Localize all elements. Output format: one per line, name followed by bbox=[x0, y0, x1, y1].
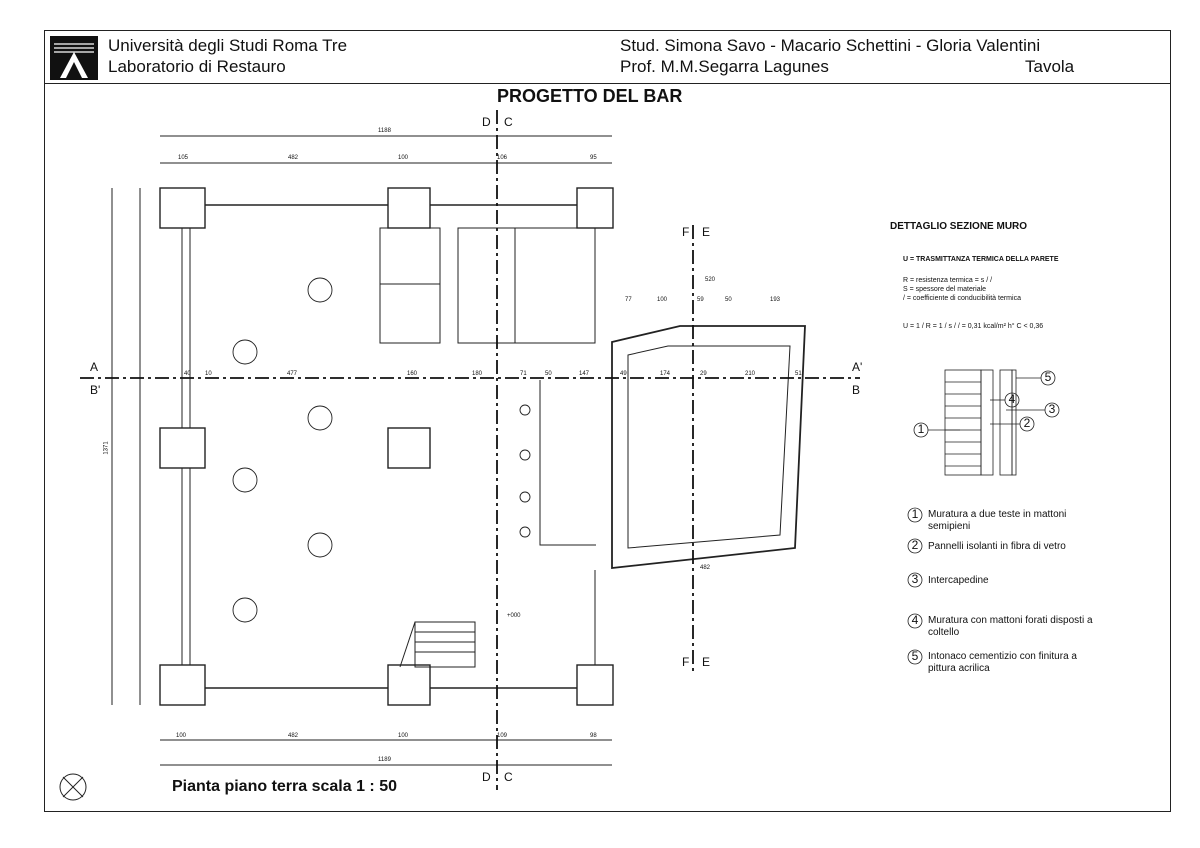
section-label-d-top: D bbox=[482, 115, 491, 129]
dim-bar-top-1: 100 bbox=[657, 297, 668, 303]
callout-2: 2 bbox=[1024, 416, 1031, 430]
header-divider bbox=[45, 83, 1170, 84]
section-label-d-bottom: D bbox=[482, 770, 491, 784]
plan-caption: Pianta piano terra scala 1 : 50 bbox=[172, 778, 397, 795]
section-label-c-top: C bbox=[504, 115, 513, 129]
dim-row-a-1: 10 bbox=[205, 371, 212, 377]
legend-num-2: 2 bbox=[912, 538, 919, 552]
callout-5: 5 bbox=[1045, 370, 1052, 384]
dim-bottom-1: 482 bbox=[288, 733, 299, 739]
legend-item-1: Muratura a due teste in mattoni semipien… bbox=[928, 509, 1067, 532]
legend-title: DETTAGLIO SEZIONE MURO bbox=[890, 221, 1028, 232]
dim-top-1: 482 bbox=[288, 155, 299, 161]
dim-top-2: 100 bbox=[398, 155, 409, 161]
dim-top-0: 105 bbox=[178, 155, 189, 161]
dim-bottom-4: 98 bbox=[590, 733, 597, 739]
section-label-e-bottom: E bbox=[702, 655, 711, 669]
dim-row-a-3: 160 bbox=[407, 371, 418, 377]
legend-s-def: S = spessore del materiale bbox=[903, 286, 987, 293]
dim-misc-482: 482 bbox=[700, 565, 711, 571]
callout-3: 3 bbox=[1049, 402, 1056, 416]
dim-row-a-10: 29 bbox=[700, 371, 707, 377]
callout-4: 4 bbox=[1009, 392, 1016, 406]
dim-row-a-8: 49 bbox=[620, 371, 627, 377]
callout-1: 1 bbox=[918, 422, 925, 436]
legend-l-def: / = coefficiente di conducibilità termic… bbox=[903, 295, 1021, 302]
legend-formula: U = 1 / R = 1 / s / / = 0,31 kcal/m² h° … bbox=[903, 323, 1044, 330]
dim-row-a-0: 40 bbox=[184, 371, 191, 377]
tables-group bbox=[232, 277, 531, 623]
dim-row-a-5: 71 bbox=[520, 371, 527, 377]
legend-numbers: 5 4 3 2 1 1 2 3 4 5 bbox=[912, 370, 1056, 663]
logo-mark bbox=[50, 36, 98, 80]
section-label-f-top: F bbox=[682, 225, 690, 239]
legend-u-def: U = TRASMITTANZA TERMICA DELLA PARETE bbox=[903, 256, 1059, 263]
legend-item-5: Intonaco cementizio con finitura a pittu… bbox=[928, 651, 1077, 674]
dim-bottom-2: 100 bbox=[398, 733, 409, 739]
dim-row-a-11: 210 bbox=[745, 371, 756, 377]
level-marker: +000 bbox=[507, 613, 521, 619]
section-axes bbox=[80, 110, 860, 790]
dim-bar-top-3: 50 bbox=[725, 297, 732, 303]
university-name: Università degli Studi Roma Tre bbox=[108, 36, 348, 55]
dim-bar-top-2: 59 bbox=[697, 297, 704, 303]
dim-row-a-12: 51 bbox=[795, 371, 802, 377]
dim-top-4: 95 bbox=[590, 155, 597, 161]
legend-item-4: Muratura con mattoni forati disposti a c… bbox=[928, 615, 1093, 638]
legend-num-4: 4 bbox=[912, 613, 919, 627]
legend-item-3: Intercapedine bbox=[928, 575, 989, 586]
tavola-label: Tavola bbox=[1025, 57, 1075, 76]
students-line: Stud. Simona Savo - Macario Schettini - … bbox=[620, 36, 1041, 55]
dim-bottom-3: 109 bbox=[497, 733, 508, 739]
dim-total-bottom: 1189 bbox=[378, 757, 391, 763]
legend-num-3: 3 bbox=[912, 572, 919, 586]
drawing-title: PROGETTO DEL BAR bbox=[497, 86, 683, 106]
legend-r-def: R = resistenza termica = s / / bbox=[903, 277, 993, 284]
dim-row-a-9: 174 bbox=[660, 371, 671, 377]
dim-bar-top-0: 77 bbox=[625, 297, 632, 303]
legend-item-2: Pannelli isolanti in fibra di vetro bbox=[928, 541, 1066, 552]
dim-row-a-2: 477 bbox=[287, 371, 298, 377]
dim-row-a-4: 180 bbox=[472, 371, 483, 377]
section-label-f-bottom: F bbox=[682, 655, 690, 669]
section-label-b-prime: B' bbox=[90, 383, 101, 397]
dim-bar-total: 520 bbox=[705, 277, 716, 283]
dim-top-3: 106 bbox=[497, 155, 508, 161]
section-label-e-top: E bbox=[702, 225, 711, 239]
legend-num-1: 1 bbox=[912, 507, 919, 521]
lab-name: Laboratorio di Restauro bbox=[108, 57, 286, 76]
dim-row-a-7: 147 bbox=[579, 371, 590, 377]
dim-total-top: 1188 bbox=[378, 128, 391, 134]
section-label-a: A bbox=[90, 360, 99, 374]
section-label-c-bottom: C bbox=[504, 770, 513, 784]
drawing-sheet bbox=[44, 30, 1171, 812]
section-label-b: B bbox=[852, 383, 861, 397]
dim-bar-top-4: 193 bbox=[770, 297, 781, 303]
dim-bottom-0: 100 bbox=[176, 733, 187, 739]
university-logo bbox=[50, 36, 98, 80]
section-label-a-prime: A' bbox=[852, 360, 863, 374]
legend-num-5: 5 bbox=[912, 649, 919, 663]
professor-line: Prof. M.M.Segarra Lagunes bbox=[620, 57, 829, 76]
dim-row-a-6: 50 bbox=[545, 371, 552, 377]
